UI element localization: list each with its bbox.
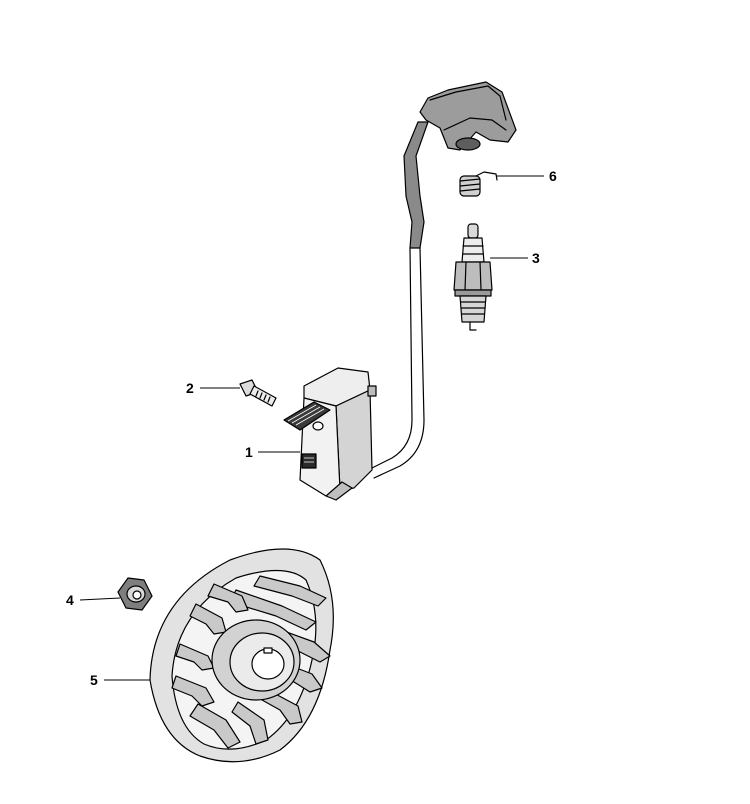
flywheel-fin (189, 603, 227, 635)
spark-plug-terminal (467, 223, 479, 239)
spark-plug-thread (459, 295, 487, 323)
ignition-lead (367, 81, 517, 479)
callout-4: 4 (66, 592, 74, 608)
flywheel-nut (117, 577, 153, 611)
leader-4 (79, 597, 121, 601)
spark-plug-hex (453, 261, 493, 291)
callout-2: 2 (186, 380, 194, 396)
module-square (301, 453, 317, 469)
module-screw (239, 379, 277, 407)
flywheel-fin (189, 703, 241, 749)
callout-3: 3 (532, 250, 540, 266)
callout-6: 6 (549, 168, 557, 184)
callouts: 1 2 3 4 5 6 (66, 168, 557, 688)
spark-plug (453, 223, 493, 331)
spark-plug-cap (419, 81, 517, 151)
module-terminal (283, 401, 331, 431)
flywheel (149, 548, 334, 763)
leader-lines (79, 175, 544, 681)
callout-1: 1 (245, 444, 253, 460)
ignition-module (283, 367, 377, 501)
flywheel-fin (171, 675, 215, 707)
flywheel-fin (253, 575, 327, 607)
flywheel-fin (231, 701, 269, 745)
spark-plug-insulator (461, 237, 485, 263)
lead-sleeve (403, 121, 429, 249)
plug-cap-spring (459, 171, 498, 197)
flywheel-fin (207, 583, 249, 613)
module-side (335, 389, 373, 491)
flywheel-fin (175, 643, 215, 671)
callout-5: 5 (90, 672, 98, 688)
